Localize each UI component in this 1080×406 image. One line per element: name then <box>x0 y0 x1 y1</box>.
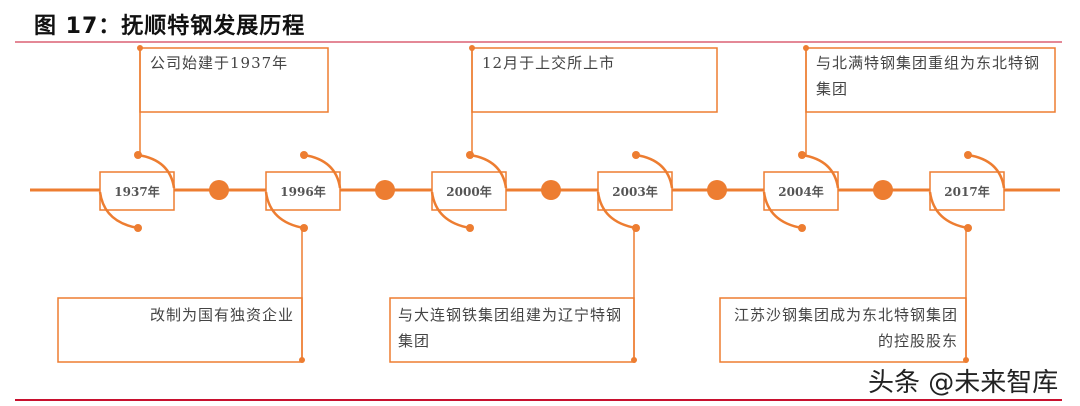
event-note: 与大连钢铁集团组建为辽宁特钢集团 <box>398 306 623 350</box>
arc-connector <box>98 191 139 230</box>
year-label: 1996年 <box>280 185 326 199</box>
arc-connector <box>928 191 969 230</box>
connector-dot <box>466 151 474 159</box>
connector-dot <box>632 224 640 232</box>
year-label: 2000年 <box>446 185 492 199</box>
connector-dot <box>798 224 806 232</box>
connector-dot <box>631 357 637 363</box>
connector-dot <box>632 151 640 159</box>
connector-dot <box>134 224 142 232</box>
timeline-dot <box>707 180 727 200</box>
event-note: 公司始建于1937年 <box>150 54 289 72</box>
event-note: 江苏沙钢集团成为东北特钢集团的控股股东 <box>733 306 958 350</box>
connector-dot <box>798 151 806 159</box>
timeline-dot <box>209 180 229 200</box>
arc-connector <box>967 153 1006 189</box>
watermark: 头条 @未来智库 <box>868 368 1059 398</box>
connector-dot <box>299 357 305 363</box>
figure-title: 图 17：抚顺特钢发展历程 <box>34 14 306 39</box>
connector-dot <box>964 224 972 232</box>
arc-connector <box>596 191 637 230</box>
timeline-dot <box>375 180 395 200</box>
arc-connector <box>801 153 840 189</box>
connector-dot <box>803 45 809 51</box>
connector-dot <box>300 151 308 159</box>
event-note: 12月于上交所上市 <box>482 54 616 72</box>
arc-connector <box>469 153 508 189</box>
connector-dot <box>137 45 143 51</box>
year-label: 1937年 <box>114 185 160 199</box>
year-label: 2017年 <box>944 185 990 199</box>
connector-dot <box>134 151 142 159</box>
arc-connector <box>635 153 674 189</box>
arc-connector <box>264 191 305 230</box>
year-box <box>929 171 1005 211</box>
event-note: 与北满特钢集团重组为东北特钢集团 <box>816 54 1041 98</box>
year-box <box>99 171 175 211</box>
connector-dot <box>469 45 475 51</box>
year-label: 2003年 <box>612 185 658 199</box>
arc-connector <box>137 153 176 189</box>
arc-connector <box>303 153 342 189</box>
connector-dot <box>964 151 972 159</box>
connector-dot <box>300 224 308 232</box>
year-box <box>265 171 341 211</box>
year-box <box>597 171 673 211</box>
year-box <box>431 171 507 211</box>
timeline-dot <box>873 180 893 200</box>
connector-dot <box>466 224 474 232</box>
arc-connector <box>762 191 803 230</box>
arc-connector <box>430 191 471 230</box>
year-box <box>763 171 839 211</box>
timeline-dot <box>541 180 561 200</box>
event-note: 改制为国有独资企业 <box>149 306 294 324</box>
connector-dot <box>963 357 969 363</box>
year-label: 2004年 <box>778 185 824 199</box>
